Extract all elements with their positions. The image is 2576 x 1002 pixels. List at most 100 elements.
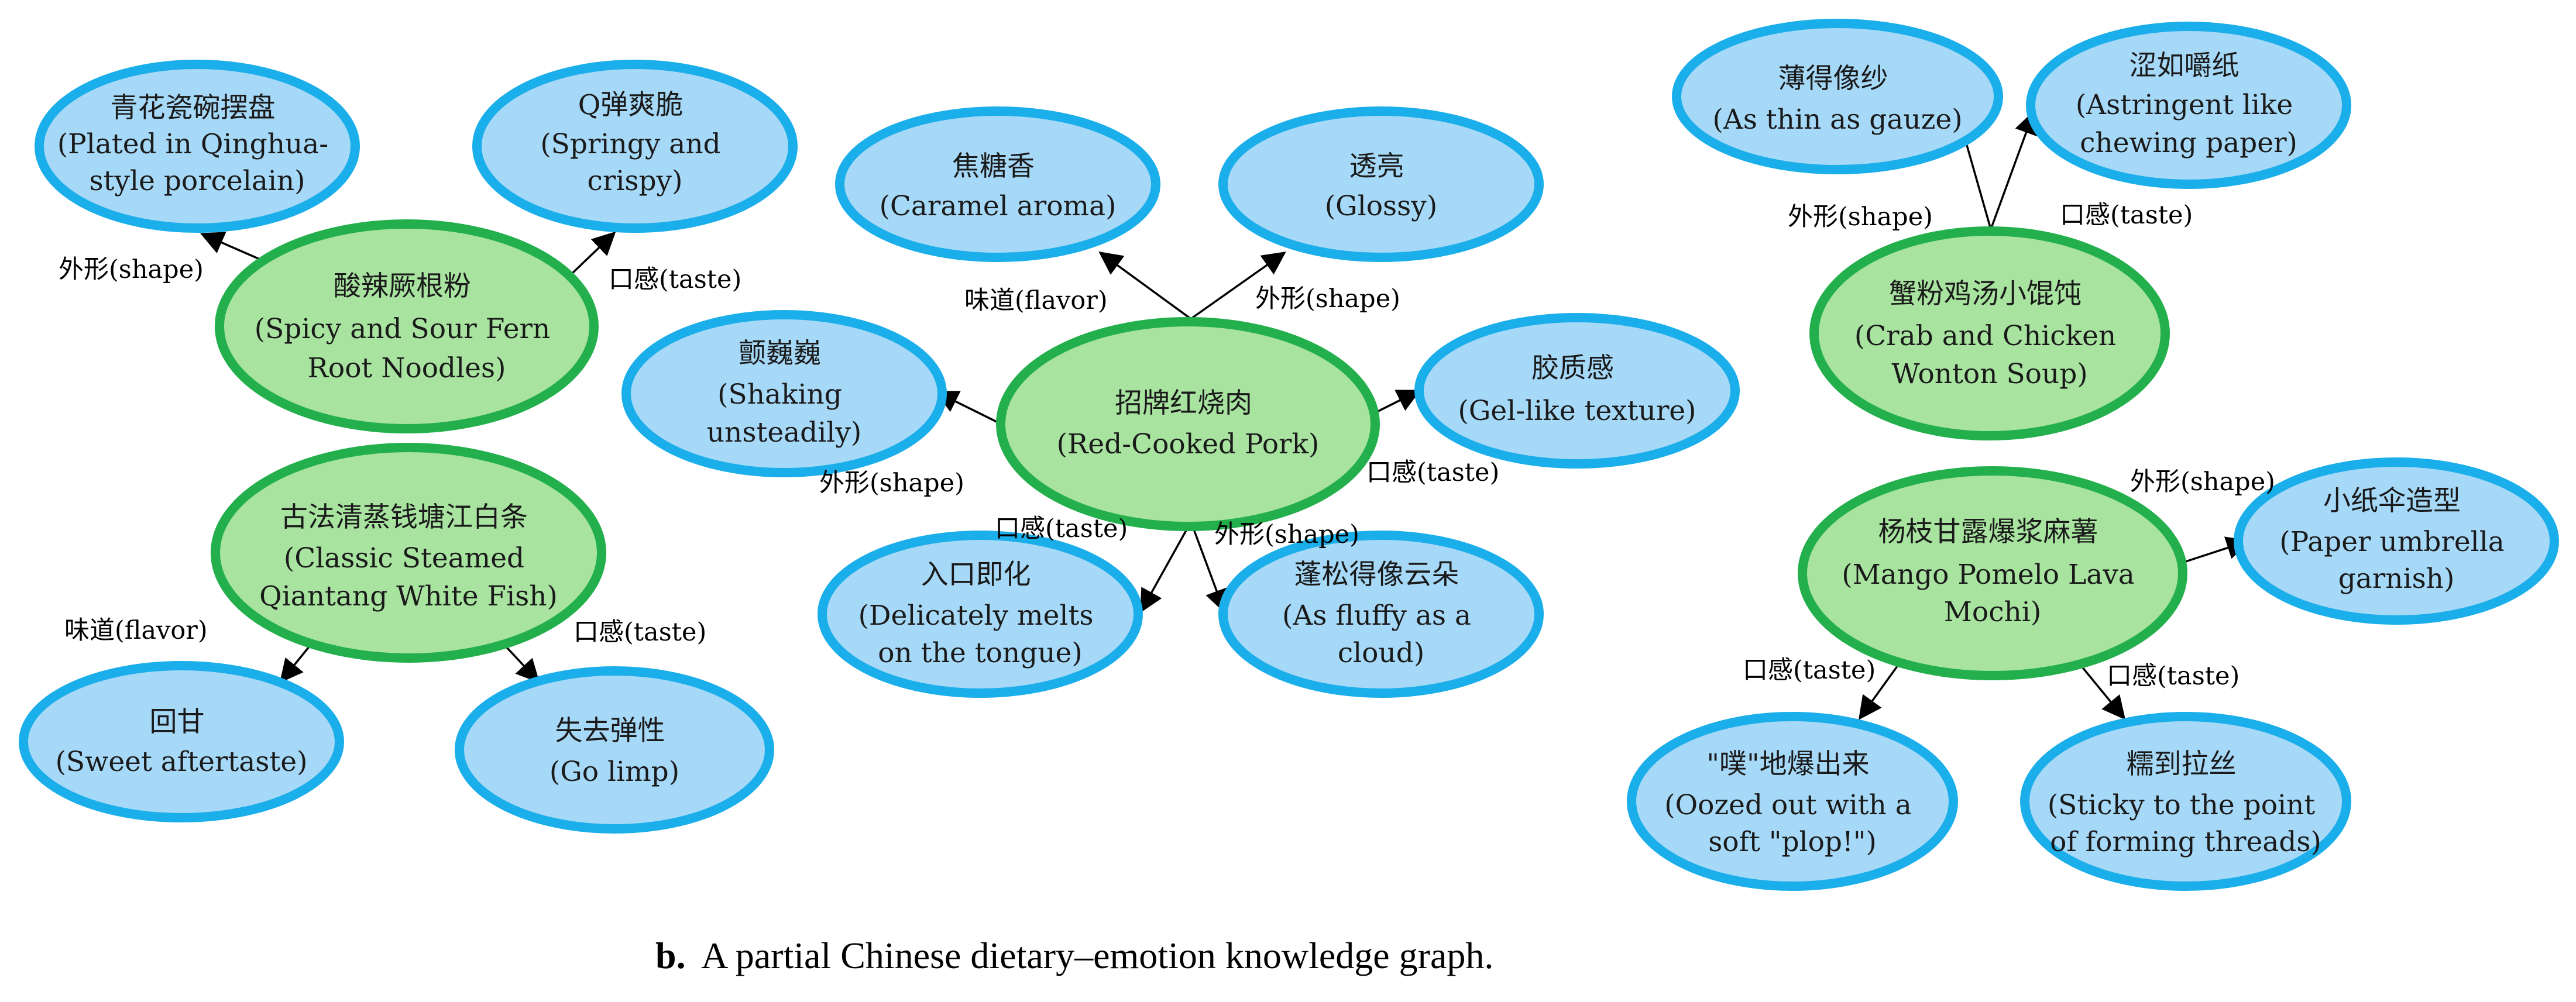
attr-node-sticky-threads: 糯到拉丝 (Sticky to the point of forming thr… <box>2020 712 2351 891</box>
node-label-cn: 杨枝甘露爆浆麻薯 <box>1878 516 2098 548</box>
node-label-en: (As fluffy as a <box>1282 600 1471 632</box>
svg-text:蟹粉鸡汤小馄饨 (Crab and Chic: 蟹粉鸡汤小馄饨 (Crab and Chicken Wonton Soup) <box>1854 278 2125 390</box>
svg-text:青花瓷碗摆盘 (Plated in Qing: 青花瓷碗摆盘 (Plated in Qinghua- style porcela… <box>57 92 337 197</box>
figure-caption: b. A partial Chinese dietary–emotion kno… <box>655 935 1493 976</box>
edge-label: 外形(shape) <box>2130 467 2275 497</box>
svg-text:"噗"地爆出来 (Oozed out wit: "噗"地爆出来 (Oozed out with a soft "plop!") <box>1664 748 1921 858</box>
svg-text:Q弹爽脆 (Springy and: Q弹爽脆 (Springy and crispy) <box>540 89 729 197</box>
node-label-en: (Spicy and Sour Fern <box>255 313 551 345</box>
edge-line <box>569 231 616 276</box>
node-label-en: (Plated in Qinghua- <box>57 128 328 160</box>
attr-node-caramel-aroma: 焦糖香 (Caramel aroma) <box>835 106 1160 262</box>
svg-text:涩如嚼纸 (Astringent like: 涩如嚼纸 (Astringent like chewing paper) <box>2076 50 2302 159</box>
node-label-en: (Red-Cooked Pork) <box>1057 428 1320 460</box>
node-label-cn: 涩如嚼纸 <box>2130 50 2240 82</box>
attr-node-fluffy-cloud: 蓬松得像云朵 (As fluffy as a cloud) <box>1218 531 1544 698</box>
svg-text:失去弹性 (Go limp): 失去弹性 (Go limp) <box>549 715 679 788</box>
node-label-en: style porcelain) <box>89 165 305 197</box>
node-label-en: on the tongue) <box>878 637 1082 669</box>
svg-text:薄得像纱 (As thin as gauze: 薄得像纱 (As thin as gauze) <box>1712 63 1962 136</box>
edge-label: 口感(taste) <box>609 265 741 294</box>
edge-line <box>1372 390 1421 415</box>
svg-text:酸辣厥根粉 (Spicy and Sour: 酸辣厥根粉 (Spicy and Sour Fern Root Noodles) <box>255 270 559 384</box>
node-label-en: cloud) <box>1338 637 1424 669</box>
node-label-cn: 古法清蒸钱塘江白条 <box>280 501 528 533</box>
node-label-cn: 透亮 <box>1349 150 1404 183</box>
node-label-cn: 薄得像纱 <box>1778 63 1888 95</box>
node-label-en: Mochi) <box>1944 596 2041 628</box>
dish-node-steamed-white-fish: 古法清蒸钱塘江白条 (Classic Steamed Qiantang Whit… <box>211 443 606 663</box>
edge-line <box>1140 529 1188 613</box>
edge-label: 味道(flavor) <box>64 616 208 645</box>
svg-text:蓬松得像云朵 (As fluffy as a: 蓬松得像云朵 (As fluffy as a cloud) <box>1282 559 1480 669</box>
node-label-en: soft "plop!") <box>1708 826 1877 858</box>
node-label-cn: 招牌红烧肉 <box>1115 387 1252 419</box>
node-label-en: (Shaking <box>717 378 842 411</box>
edge-line <box>1190 252 1286 320</box>
edge-label: 口感(taste) <box>1743 656 1876 685</box>
svg-text:招牌红烧肉 (Red-Cooked Pork: 招牌红烧肉 (Red-Cooked Pork) <box>1057 387 1320 460</box>
dish-node-mango-pomelo-mochi: 杨枝甘露爆浆麻薯 (Mango Pomelo Lava Mochi) <box>1798 466 2187 680</box>
node-label-en: (Sweet aftertaste) <box>56 746 308 778</box>
node-label-en: (As thin as gauze) <box>1712 104 1962 136</box>
svg-text:小纸伞造型 (Paper umbrella: 小纸伞造型 (Paper umbrella garnish) <box>2279 485 2513 595</box>
attr-node-sweet-aftertaste: 回甘 (Sweet aftertaste) <box>19 661 344 822</box>
edge-label: 口感(taste) <box>573 618 706 647</box>
node-label-cn: "噗"地爆出来 <box>1706 748 1869 780</box>
attr-node-glossy: 透亮 (Glossy) <box>1218 106 1544 262</box>
node-label-cn: 蟹粉鸡汤小馄饨 <box>1889 278 2082 310</box>
node-label-cn: 青花瓷碗摆盘 <box>111 92 276 124</box>
node-label-en: unsteadily) <box>707 416 861 449</box>
svg-text:糯到拉丝 (Sticky to the po: 糯到拉丝 (Sticky to the point of forming thr… <box>2048 748 2324 858</box>
caption-text: A partial Chinese dietary–emotion knowle… <box>701 935 1493 976</box>
node-label-cn: 回甘 <box>150 706 205 738</box>
attr-node-go-limp: 失去弹性 (Go limp) <box>455 666 774 834</box>
edge-label: 外形(shape) <box>59 255 204 284</box>
attr-node-thin-as-gauze: 薄得像纱 (As thin as gauze) <box>1672 19 2003 174</box>
attr-node-melts-on-tongue: 入口即化 (Delicately melts on the tongue) <box>818 531 1143 698</box>
node-label-en: (Classic Steamed <box>284 542 524 574</box>
node-label-cn: Q弹爽脆 <box>578 89 684 121</box>
edge-label: 外形(shape) <box>819 469 964 498</box>
attr-node-paper-umbrella: 小纸伞造型 (Paper umbrella garnish) <box>2234 457 2559 625</box>
node-label-en: (Delicately melts <box>858 600 1094 632</box>
node-label-en: crispy) <box>588 165 683 197</box>
svg-text:入口即化 (Delicately melts: 入口即化 (Delicately melts on the tongue) <box>858 559 1102 669</box>
node-label-en: Qiantang White Fish) <box>259 580 558 612</box>
dish-node-spicy-sour-fern-root-noodles: 酸辣厥根粉 (Spicy and Sour Fern Root Noodles) <box>215 219 599 433</box>
node-label-en: Wonton Soup) <box>1891 358 2087 390</box>
node-label-cn: 胶质感 <box>1531 352 1614 384</box>
edge-label: 口感(taste) <box>2107 662 2240 691</box>
node-label-cn: 酸辣厥根粉 <box>334 270 471 302</box>
edge-line <box>1859 659 1903 720</box>
svg-text:杨枝甘露爆浆麻薯 (Mango Pomelo: 杨枝甘露爆浆麻薯 (Mango Pomelo Lava Mochi) <box>1842 516 2144 628</box>
edge-label: 外形(shape) <box>1255 284 1400 314</box>
edge-line <box>1193 529 1228 614</box>
edge-labels: 外形(shape) 口感(taste) 味道(flavor) 口感(taste)… <box>59 201 2275 691</box>
node-label-en: (Oozed out with a <box>1664 789 1912 821</box>
attr-node-oozed-plop: "噗"地爆出来 (Oozed out with a soft "plop!") <box>1627 712 1958 891</box>
svg-text:古法清蒸钱塘江白条 (Classic Ste: 古法清蒸钱塘江白条 (Classic Steamed Qiantang Whit… <box>259 501 558 612</box>
svg-text:焦糖香 (Caramel aroma): 焦糖香 (Caramel aroma) <box>880 150 1117 222</box>
node-label-cn: 颤巍巍 <box>739 338 821 370</box>
edge-line <box>2075 659 2126 720</box>
edge-label: 外形(shape) <box>1214 520 1359 549</box>
node-label-en: (Gel-like texture) <box>1458 395 1696 427</box>
edge-line <box>1098 252 1192 320</box>
node-label-en: (Crab and Chicken <box>1854 320 2116 352</box>
node-label-en: Root Noodles) <box>308 352 506 384</box>
attr-node-gel-like-texture: 胶质感 (Gel-like texture) <box>1414 313 1740 469</box>
edge-line <box>1990 110 2038 230</box>
node-label-en: (Springy and <box>540 128 720 160</box>
edge-label: 外形(shape) <box>1788 202 1933 232</box>
edge-label: 味道(flavor) <box>964 286 1108 315</box>
node-label-en: garnish) <box>2338 563 2455 595</box>
node-label-en: (Sticky to the point <box>2048 789 2315 821</box>
node-label-en: (Glossy) <box>1325 190 1437 222</box>
node-label-en: of forming threads) <box>2050 826 2321 858</box>
node-label-en: (Go limp) <box>549 756 679 788</box>
edge-label: 口感(taste) <box>995 514 1128 543</box>
attr-node-shaking-unsteadily: 颤巍巍 (Shaking unsteadily) <box>621 310 947 477</box>
node-label-cn: 入口即化 <box>921 559 1031 591</box>
